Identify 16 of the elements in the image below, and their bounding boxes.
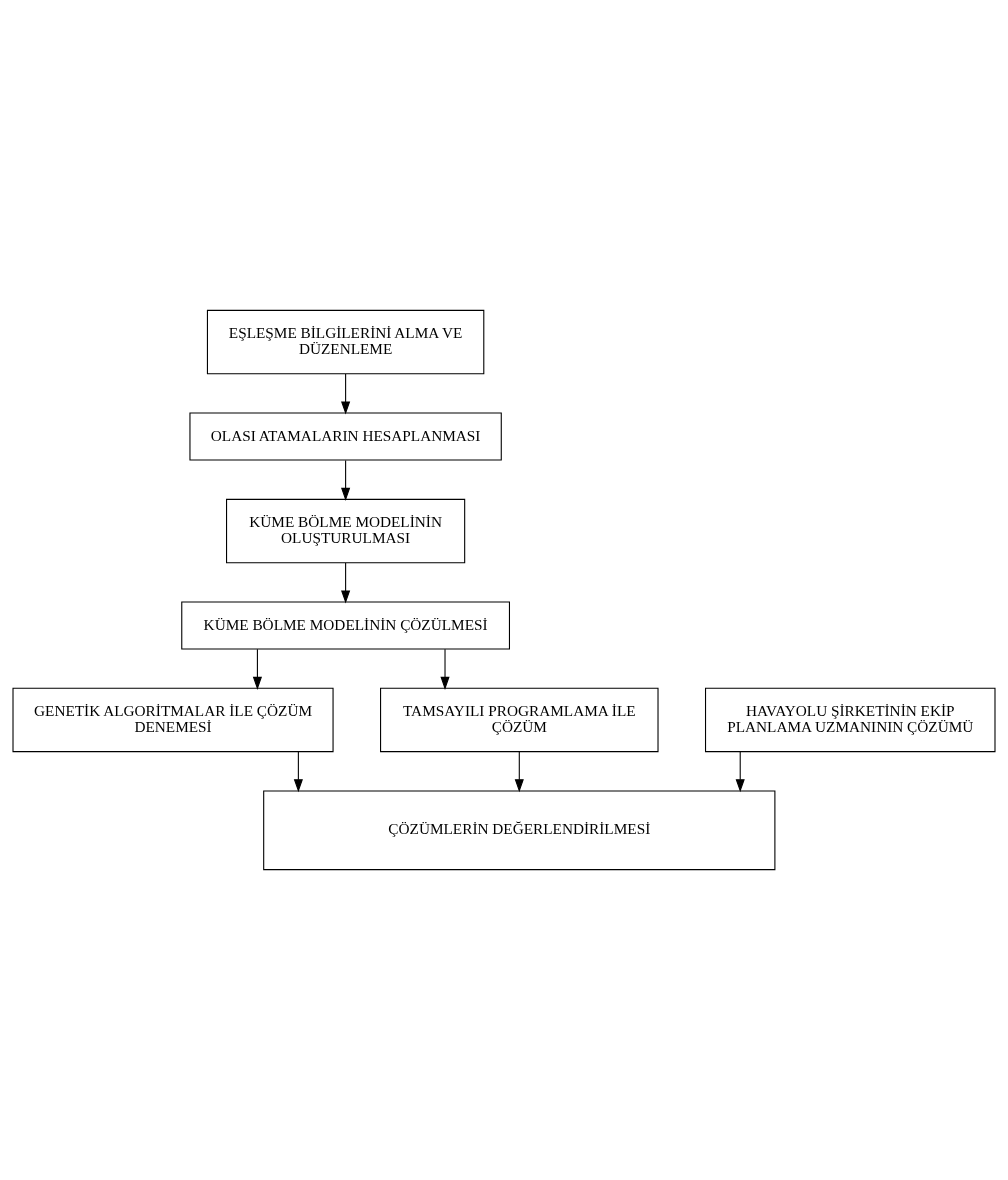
node-box: KÜME BÖLME MODELİNİN OLUŞTURULMASI [226, 498, 466, 564]
arrow [293, 751, 303, 793]
arrow [341, 459, 351, 501]
arrow [735, 751, 745, 793]
arrow [514, 751, 524, 793]
arrow [341, 373, 351, 415]
arrow [252, 648, 262, 690]
node-box: OLASI ATAMALARIN HESAPLANMASI [189, 412, 502, 461]
node-box: TAMSAYILI PROGRAMLAMA İLE ÇÖZÜM [380, 687, 659, 753]
node-box: ÇÖZÜMLERİN DEĞERLENDİRİLMESİ [263, 790, 776, 871]
arrow [341, 562, 351, 604]
node-box: KÜME BÖLME MODELİNİN ÇÖZÜLMESİ [181, 601, 510, 650]
node-box: EŞLEŞME BİLGİLERİNİ ALMA VE DÜZENLEME [206, 309, 485, 375]
node-box: HAVAYOLU ŞİRKETİNİN EKİP PLANLAMA UZMANININ ÇÖZÜMÜ [705, 687, 996, 753]
node-box: GENETİK ALGORİTMALAR İLE ÇÖZÜM DENEMESİ [12, 687, 334, 753]
arrow [440, 648, 450, 690]
